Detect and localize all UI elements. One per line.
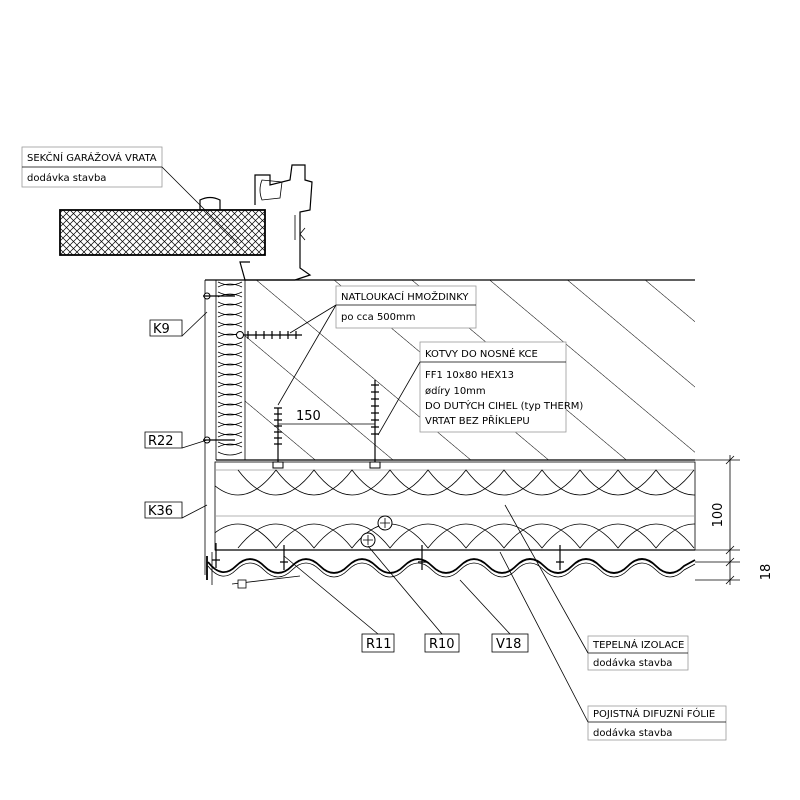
dowel xyxy=(236,331,302,339)
sheet-rivets xyxy=(212,543,564,570)
vertical-dimensions: 100 18 xyxy=(695,455,774,585)
anchors-title: KOTVY DO NOSNÉ KCE xyxy=(425,347,538,360)
callout-dowels: NATLOUKACÍ HMOŽDINKY po cca 500mm xyxy=(277,285,477,406)
wall-insulation xyxy=(217,281,243,456)
garage-door xyxy=(59,164,313,281)
tag-k36: K36 xyxy=(144,501,208,519)
insulation-thickness-value: 100 xyxy=(711,503,726,528)
connection-screws xyxy=(360,515,393,548)
tag-r11: R11 xyxy=(283,555,395,653)
tag-r10-label: R10 xyxy=(429,637,455,652)
callout-garage-door: SEKČNÍ GARÁŽOVÁ VRATA dodávka stavba xyxy=(21,146,239,244)
garage-door-note: dodávka stavba xyxy=(27,172,106,184)
callout-anchors: KOTVY DO NOSNÉ KCE FF1 10x80 HEX13 ødíry… xyxy=(377,341,583,436)
gap-value: 18 xyxy=(759,564,774,581)
anchors-line1: FF1 10x80 HEX13 xyxy=(425,370,514,381)
tag-k36-label: K36 xyxy=(148,504,173,519)
anchor-spacing-dimension: 150 xyxy=(278,409,375,425)
tag-v18-label: V18 xyxy=(496,637,521,652)
tag-r11-label: R11 xyxy=(366,637,392,652)
anchor-spacing-value: 150 xyxy=(296,409,321,424)
membrane-note: dodávka stavba xyxy=(593,727,672,739)
tag-r22: R22 xyxy=(144,431,208,449)
tag-k9-label: K9 xyxy=(153,322,170,337)
membrane-title: POJISTNÁ DIFUZNÍ FÓLIE xyxy=(593,707,715,720)
callout-membrane: POJISTNÁ DIFUZNÍ FÓLIE dodávka stavba xyxy=(499,551,727,741)
callout-insulation: TEPELNÁ IZOLACE dodávka stavba xyxy=(504,504,689,671)
insulation-note: dodávka stavba xyxy=(593,657,672,669)
dowels-title: NATLOUKACÍ HMOŽDINKY xyxy=(341,290,469,303)
anchors-line2: ødíry 10mm xyxy=(425,385,486,397)
fixing-bolts xyxy=(203,292,235,444)
garage-door-title: SEKČNÍ GARÁŽOVÁ VRATA xyxy=(27,151,157,164)
ceiling-insulation xyxy=(214,461,696,551)
tag-k9: K9 xyxy=(149,311,208,337)
anchor-bolts xyxy=(272,380,381,469)
anchors-line4: VRTAT BEZ PŘÍKLEPU xyxy=(425,414,530,427)
corrugated-sheet xyxy=(206,552,696,589)
anchors-line3: DO DUTÝCH CIHEL (typ THERM) xyxy=(425,399,583,412)
tag-r22-label: R22 xyxy=(148,434,174,449)
insulation-title: TEPELNÁ IZOLACE xyxy=(592,638,684,651)
dowels-note: po cca 500mm xyxy=(341,312,416,323)
tag-r10: R10 xyxy=(367,545,460,653)
tag-v18: V18 xyxy=(459,579,529,653)
